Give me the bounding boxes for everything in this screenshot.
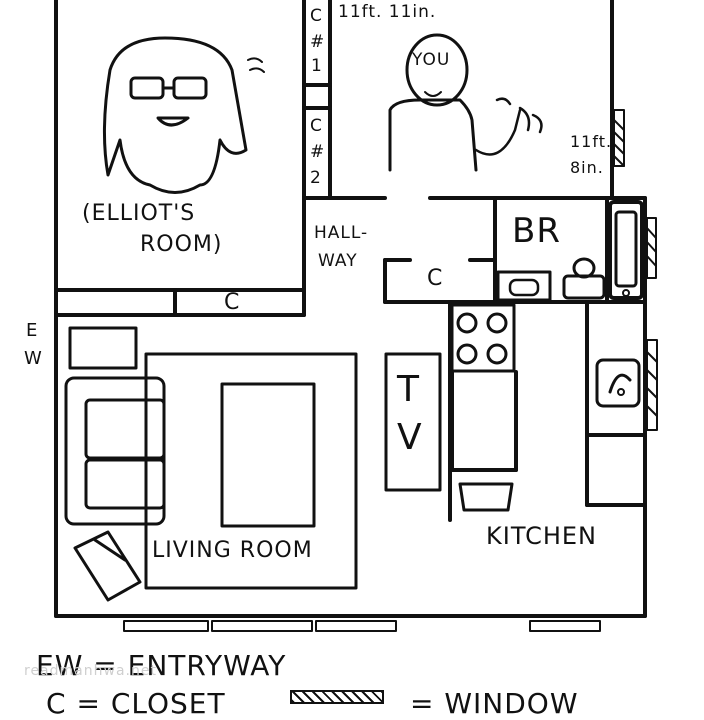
your-room-walls — [302, 0, 647, 200]
dimension-top-label: 11ft. 11in. — [338, 2, 437, 22]
entryway-label-w: W — [24, 348, 43, 369]
hallway-label-line1: HALL- — [314, 223, 369, 243]
closet-2-num: 2 — [310, 168, 322, 188]
closet-2-c: C — [310, 116, 323, 136]
tv-label-t: T — [397, 369, 420, 410]
window-marks — [123, 109, 658, 632]
outer-walls — [54, 0, 647, 618]
you-figure — [388, 33, 543, 172]
couch — [64, 376, 166, 526]
kitchen-label: KITCHEN — [486, 522, 597, 550]
elliots-room-walls — [54, 0, 306, 292]
elliots-room-label-line2: ROOM) — [140, 232, 223, 257]
elliots-closet-label: C — [224, 290, 241, 315]
armchair — [73, 530, 142, 602]
tv-stand — [384, 352, 442, 492]
dimension-side-in-label: 8in. — [570, 158, 604, 177]
closet-1-hash: # — [310, 32, 326, 52]
watermark: readmanhwa.net — [24, 663, 157, 679]
dimension-side-ft-label: 11ft. — [570, 132, 613, 151]
living-room-label: LIVING ROOM — [152, 538, 313, 563]
bathtub — [608, 200, 644, 300]
legend-entryway: EW = ENTRYWAY — [36, 649, 287, 682]
hall-closet-label: C — [427, 266, 444, 291]
bathroom-label: BR — [512, 211, 561, 251]
elliots-closet — [54, 288, 306, 317]
entry-mat — [68, 326, 138, 370]
legend-window-swatch — [290, 690, 384, 704]
closet-2-hash: # — [310, 142, 326, 162]
bathroom-walls — [493, 196, 647, 304]
tv-label-v: V — [397, 417, 423, 458]
legend-closet: C = CLOSET — [46, 687, 226, 720]
hall-closet — [383, 258, 497, 304]
stove-icon — [456, 312, 508, 365]
closet-1-c: C — [310, 6, 323, 26]
bathroom-sink — [496, 270, 552, 302]
kitchen-cabinets — [448, 300, 647, 522]
kitchen-bowl — [458, 482, 514, 512]
floor-plan-drawing — [54, 0, 658, 632]
you-label: YOU — [412, 50, 451, 70]
kitchen-sink-icon — [595, 358, 641, 408]
toilet — [562, 257, 606, 300]
elliot-portrait — [102, 36, 265, 194]
living-room-rug — [144, 352, 358, 590]
hallway-label-line2: WAY — [318, 251, 358, 271]
legend-window: = WINDOW — [410, 687, 579, 720]
coffee-table — [220, 382, 316, 528]
closet-1-num: 1 — [311, 56, 323, 76]
entryway-label-e: E — [26, 320, 39, 341]
elliots-room-label-line1: (ELLIOT'S — [82, 201, 196, 226]
